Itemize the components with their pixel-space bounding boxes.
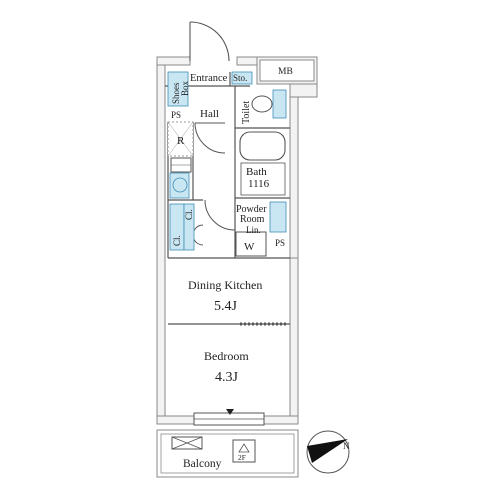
evacuation-hatch [232, 439, 256, 463]
closet-door [192, 224, 204, 246]
storage-fixture [231, 71, 253, 85]
bathtub [239, 131, 286, 161]
meter-box-label: MB [278, 67, 293, 77]
compass-needle-icon [307, 439, 348, 463]
powder-door [204, 199, 236, 231]
powder-room-label-1: Powder [236, 204, 267, 215]
fixtures [167, 71, 287, 251]
bedroom-window [193, 412, 265, 426]
pipe-space-left-label: PS [171, 110, 181, 120]
compass-north-label: N [343, 441, 350, 451]
vanity-fixture [269, 201, 287, 233]
entrance-door [189, 21, 230, 62]
pipe-space-right-label: PS [275, 238, 285, 248]
labels: Entrance Sto. MB Shoes Box Hall Toilet P… [171, 67, 350, 470]
closet-fixture-right [183, 203, 195, 251]
hatch-label: 2F [238, 453, 246, 462]
shoes-box-label-2: Box [180, 80, 190, 96]
toilet-label: Toilet [241, 101, 252, 124]
closet-right-label: Cl. [184, 209, 194, 220]
washer-space [235, 231, 267, 257]
entry-arrow [226, 409, 234, 415]
bath-name-label: Bath [246, 166, 267, 178]
hall-door [194, 122, 226, 154]
hall-label: Hall [200, 108, 219, 120]
shoes-box-label: Shoes [171, 82, 181, 104]
bedroom-name-label: Bedroom [204, 349, 249, 363]
closet-left-label: Cl. [172, 235, 182, 246]
linen-label: Lin. [246, 225, 261, 235]
compass [306, 430, 350, 474]
shoes-box-fixture [167, 71, 189, 107]
toilet-bowl [251, 95, 273, 113]
washer-label: W [244, 241, 255, 253]
powder-room-label-2: Room [240, 214, 265, 225]
bath-size-label: 1116 [248, 178, 270, 190]
dining-kitchen-size-label: 5.4J [214, 299, 238, 314]
bedroom-size-label: 4.3J [215, 370, 239, 385]
meter-box [259, 59, 315, 82]
shower-area [240, 162, 286, 196]
sink-bowl [172, 177, 188, 193]
dining-kitchen-name-label: Dining Kitchen [188, 278, 262, 292]
balcony-label: Balcony [183, 458, 222, 470]
refrigerator-label: R [177, 135, 185, 147]
toilet-tank [272, 89, 287, 119]
entrance-label: Entrance [190, 73, 228, 84]
balcony [156, 429, 299, 478]
storage-label: Sto. [233, 73, 247, 83]
